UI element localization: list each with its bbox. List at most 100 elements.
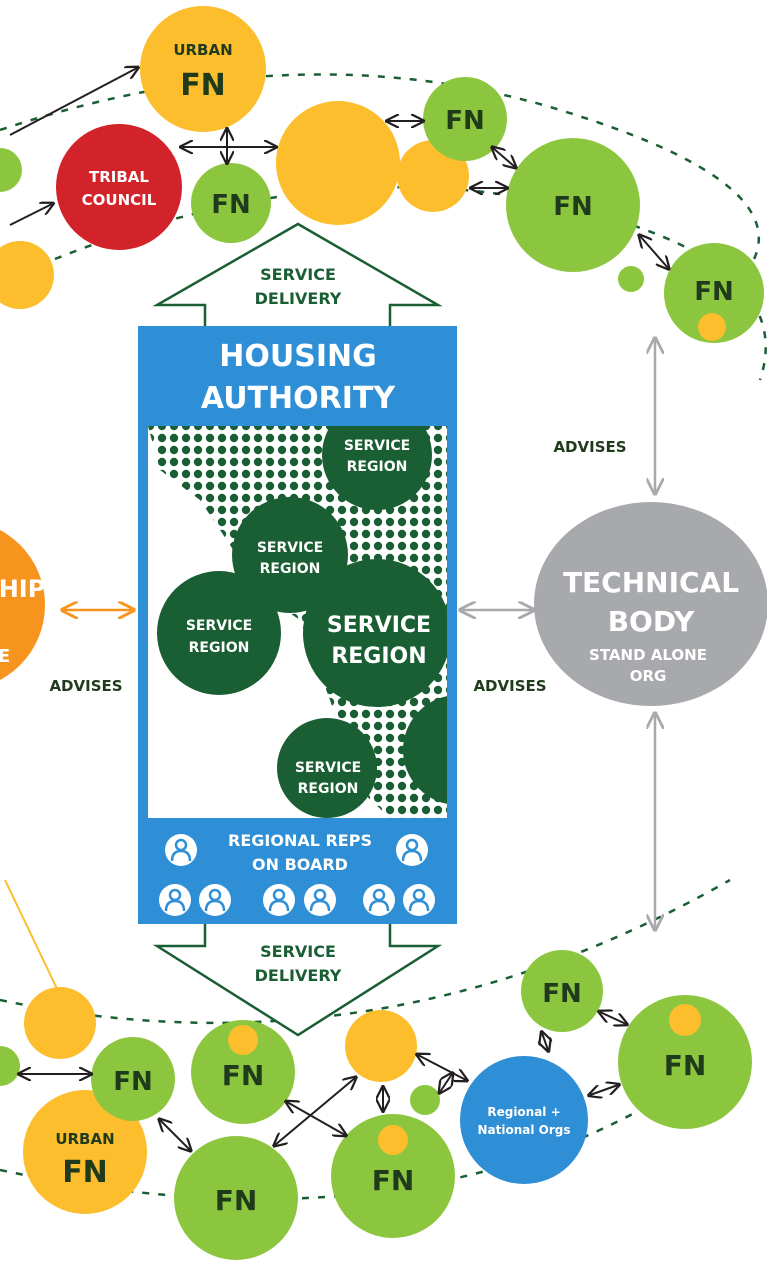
regional-national-line2: National Orgs (477, 1123, 570, 1137)
yellow-circle-top-large (276, 101, 400, 225)
fn-label: FN (113, 1067, 153, 1097)
urban-fn-bottom-circle (23, 1090, 147, 1214)
arrow (590, 1085, 618, 1095)
housing-authority-box: HOUSING AUTHORITY SERVICE REGION SERVICE… (138, 326, 457, 924)
arrow (287, 1102, 345, 1135)
fn-circle-bottom-2 (191, 1020, 295, 1124)
service-region-3-line2: REGION (189, 640, 250, 656)
fn-circle-bottom-1 (91, 1037, 175, 1121)
service-region-2-line2: REGION (260, 561, 321, 577)
service-region-4-line1: SERVICE (327, 613, 431, 638)
yellow-dot-marker-4 (669, 1004, 701, 1036)
yellow-circle-bottom (345, 1010, 417, 1082)
fn-label: FN (445, 106, 485, 136)
top-circles (0, 6, 764, 343)
partial-label-line2: E (0, 646, 10, 667)
advises-label-right-top: ADVISES (553, 438, 626, 456)
urban-label-bottom: URBAN (55, 1130, 114, 1148)
service-region-3-line1: SERVICE (186, 618, 252, 634)
service-delivery-arrow-bottom (152, 918, 443, 1037)
service-delivery-bottom-line1: SERVICE (260, 942, 336, 961)
fn-label: FN (542, 979, 582, 1009)
regional-reps-line1: REGIONAL REPS (228, 831, 372, 850)
technical-body-line1: TECHNICAL (563, 566, 739, 599)
service-region-2-line1: SERVICE (257, 540, 323, 556)
thin-yellow-line (4, 879, 61, 996)
tribal-council-line1: TRIBAL (89, 168, 149, 186)
fn-label: FN (372, 1164, 415, 1197)
fn-circle-bottom-6 (618, 995, 752, 1129)
service-region-map (148, 426, 447, 818)
urban-label-top: URBAN (173, 41, 232, 59)
fn-circle-bottom-4 (331, 1114, 455, 1238)
person-icon (304, 884, 336, 916)
fn-label: FN (211, 190, 251, 220)
arrow (9, 68, 137, 136)
fn-circle-bottom-3 (174, 1136, 298, 1260)
advises-label-left: ADVISES (49, 677, 122, 695)
advises-label-middle: ADVISES (473, 677, 546, 695)
fn-circle-top-1 (191, 163, 271, 243)
bottom-inner-arc (0, 878, 731, 1025)
partnership-partial-circle (0, 530, 45, 680)
person-icon (199, 884, 231, 916)
bottom-circles (0, 879, 752, 1260)
stand-alone-line1: STAND ALONE (589, 646, 707, 664)
fn-label: FN (664, 1049, 707, 1082)
service-region-circle-2 (232, 497, 348, 613)
dotted-area (148, 426, 447, 818)
regional-national-circle (460, 1056, 588, 1184)
person-icon (159, 884, 191, 916)
left-green-partial (0, 148, 22, 192)
fn-label: FN (553, 192, 593, 222)
fn-circle-top-4 (664, 243, 764, 343)
fn-label: FN (222, 1059, 265, 1092)
yellow-dot-marker-2 (228, 1025, 258, 1055)
regional-reps-line2: ON BOARD (252, 855, 348, 874)
service-region-4-line2: REGION (331, 644, 426, 669)
service-delivery-top-line2: DELIVERY (255, 289, 342, 308)
arrow (600, 1012, 626, 1024)
person-icon (165, 834, 197, 866)
service-region-5-line2: REGION (298, 781, 359, 797)
small-green-dot (618, 266, 644, 292)
regional-national-line1: Regional + (487, 1105, 560, 1119)
service-region-circle-6 (403, 696, 447, 804)
fn-circle-top-3 (506, 138, 640, 272)
service-region-circle-5 (277, 718, 377, 818)
service-region-circle-3 (157, 571, 281, 695)
left-yellow-partial (0, 241, 54, 309)
fn-label-urban-top: FN (180, 68, 226, 103)
bottom-left-yellow (24, 987, 96, 1059)
person-icon (363, 884, 395, 916)
rep-person-icons (159, 834, 435, 916)
fn-label-urban-bottom: FN (62, 1155, 108, 1190)
fn-label: FN (694, 277, 734, 307)
arrow (542, 1033, 548, 1050)
service-region-5-line1: SERVICE (295, 760, 361, 776)
yellow-dot-marker-3 (378, 1125, 408, 1155)
stand-alone-line2: ORG (630, 667, 667, 685)
person-icon (263, 884, 295, 916)
service-region-1-line1: SERVICE (344, 438, 410, 454)
fn-label: FN (215, 1184, 258, 1217)
technical-body-circle (534, 502, 767, 706)
arrow (493, 148, 515, 167)
arrow (640, 236, 668, 268)
arrow (160, 1120, 190, 1150)
fn-circle-top-2 (423, 77, 507, 161)
tribal-council-circle (56, 124, 182, 250)
service-delivery-top-line1: SERVICE (260, 265, 336, 284)
arrow (440, 1074, 452, 1092)
partial-label-line1: HIP (0, 575, 45, 603)
housing-authority-title-line2: AUTHORITY (201, 381, 396, 416)
yellow-dot-marker (698, 313, 726, 341)
bottom-left-green-partial (0, 1046, 20, 1086)
grey-arrows (462, 340, 655, 928)
black-arrows (9, 68, 668, 1150)
service-region-1-line2: REGION (347, 459, 408, 475)
housing-authority-title-line1: HOUSING (219, 339, 376, 374)
small-green-dot-bottom (410, 1085, 440, 1115)
urban-fn-top-circle (140, 6, 266, 132)
